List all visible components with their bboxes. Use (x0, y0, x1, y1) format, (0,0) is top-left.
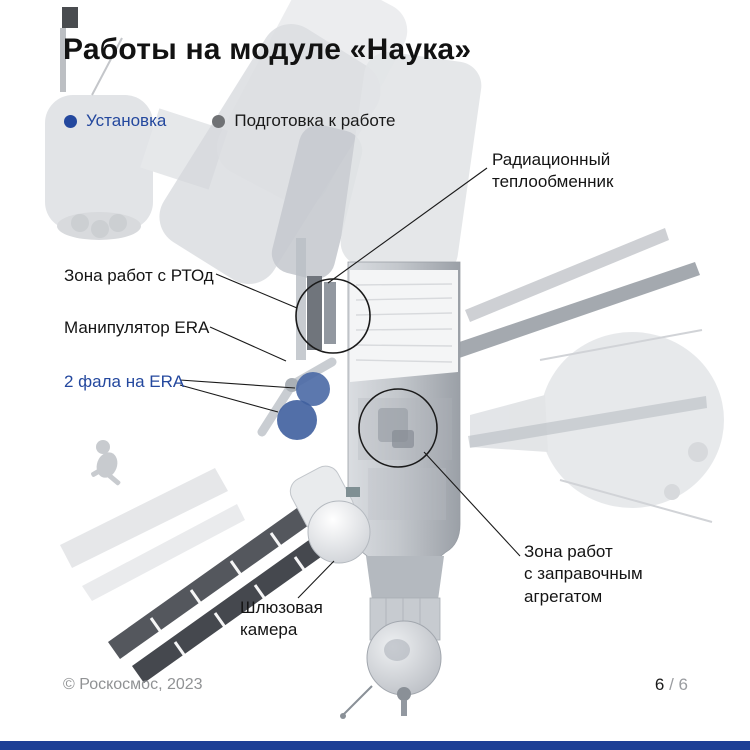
page-current: 6 (654, 675, 665, 694)
era-tether-marker-2 (277, 400, 317, 440)
solar-array (108, 486, 356, 683)
copyright: © Роскосмос, 2023 (63, 676, 203, 693)
bottom-accent-bar (0, 741, 750, 750)
page-title: Работы на модуле «Наука» (63, 33, 472, 66)
legend-item-install: Установка (64, 111, 166, 131)
install-dot-icon (64, 114, 77, 128)
astronaut-silhouette (91, 440, 121, 486)
soyuz-spacecraft (366, 556, 444, 600)
era-tether-marker-1 (296, 372, 330, 406)
leader-lines (179, 167, 521, 599)
callout-refuel-zone: Зона работ с заправочным агрегатом (524, 542, 643, 606)
legend-install-label: Установка (86, 111, 167, 130)
legend-prep-label: Подготовка к работе (234, 111, 396, 130)
callout-radiator: Радиационный теплообменник (492, 150, 614, 192)
nauka-module (257, 51, 482, 719)
rtod-radiator (307, 276, 322, 350)
faded-station-background (45, 0, 724, 601)
legend: Установка Подготовка к работе (64, 111, 396, 131)
callout-rtod-zone: Зона работ с РТОд (64, 266, 214, 285)
callout-era-arm: Манипулятор ERA (64, 318, 210, 337)
legend-item-prep: Подготовка к работе (212, 111, 396, 131)
callout-airlock: Шлюзовая камера (240, 598, 323, 640)
refuel-work-zone-circle (358, 388, 438, 468)
airlock-sphere (307, 500, 371, 564)
prep-dot-icon (212, 114, 226, 128)
callout-era-tethers: 2 фала на ERA (64, 372, 185, 391)
page-total: / 6 (664, 675, 688, 694)
page-indicator: 6 / 6 (655, 675, 688, 695)
